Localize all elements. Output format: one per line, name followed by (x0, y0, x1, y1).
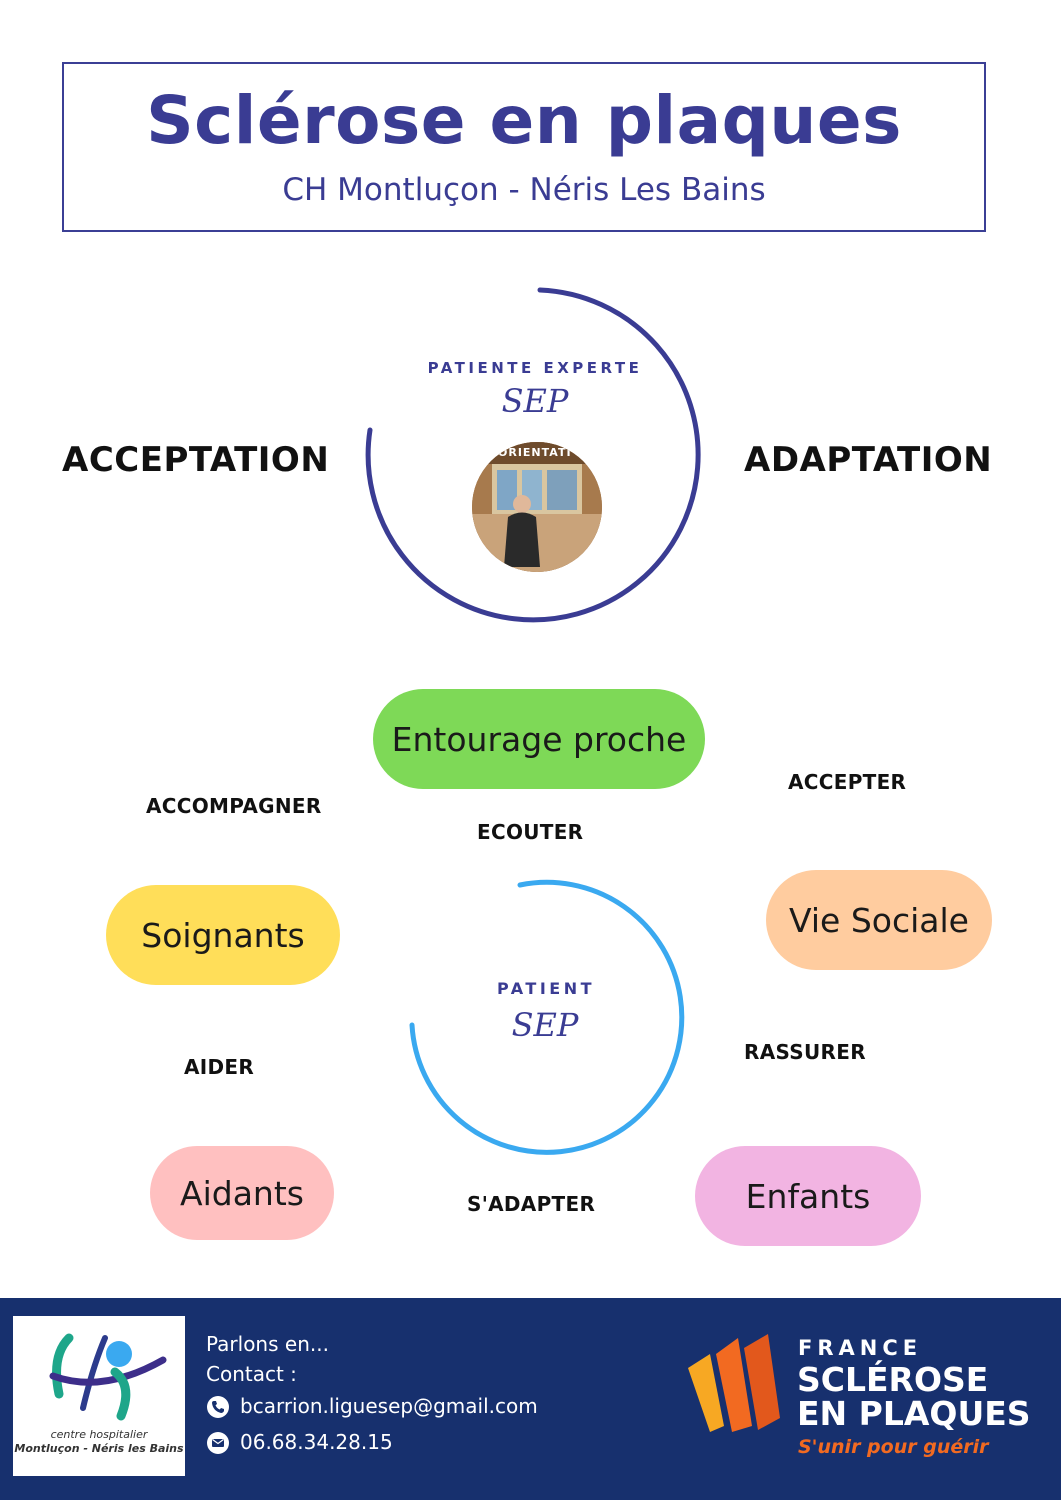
verb-rassurer: RASSURER (744, 1040, 866, 1064)
verb-accepter: ACCEPTER (788, 770, 907, 794)
page-subtitle: CH Montluçon - Néris Les Bains (282, 172, 766, 208)
acceptation-label: ACCEPTATION (62, 440, 330, 480)
verb-s-adapter: S'ADAPTER (467, 1192, 596, 1216)
top-circle-script: SEP (501, 382, 569, 420)
hospital-logo: centre hospitalier Montluçon - Néris les… (13, 1316, 185, 1476)
pill-entourage-proche: Entourage proche (373, 689, 705, 789)
footer-parlons: Parlons en... (206, 1332, 329, 1356)
top-circle-ring (365, 287, 701, 623)
pill-vie-sociale-label: Vie Sociale (789, 900, 969, 940)
france-sep-logo-icon (688, 1334, 780, 1432)
footer-phone[interactable]: 06.68.34.28.15 (240, 1430, 393, 1454)
pill-aidants-label: Aidants (180, 1173, 304, 1213)
pill-soignants-label: Soignants (141, 915, 305, 955)
verb-aider: AIDER (184, 1055, 255, 1079)
top-circle-caption: PATIENTE EXPERTE (427, 359, 643, 377)
bottom-circle-caption: PATIENT (497, 979, 595, 998)
footer-contact: Contact : (206, 1362, 297, 1386)
hospital-logo-line2: Montluçon - Néris les Bains (14, 1442, 184, 1455)
photo-sign-text: ORIENTATI (498, 446, 572, 459)
verb-ecouter: ECOUTER (477, 820, 584, 844)
bottom-circle-ring (409, 879, 685, 1155)
bottom-circle-script: SEP (511, 1006, 579, 1044)
hospital-logo-line1: centre hospitalier (50, 1428, 148, 1441)
brand-france: FRANCE (798, 1336, 923, 1360)
brand-sclerose: SCLÉROSE (797, 1360, 989, 1399)
pill-aidants: Aidants (150, 1146, 334, 1240)
header-box: Sclérose en plaques CH Montluçon - Néris… (62, 62, 986, 232)
mail-icon (207, 1432, 229, 1454)
phone-icon (207, 1396, 229, 1418)
brand-tagline: S'unir pour guérir (798, 1436, 989, 1458)
hospital-logo-mark (49, 1333, 167, 1421)
pill-enfants-label: Enfants (745, 1176, 871, 1216)
pill-soignants: Soignants (106, 885, 340, 985)
pill-enfants: Enfants (695, 1146, 921, 1246)
page-title: Sclérose en plaques (146, 82, 902, 159)
verb-accompagner: ACCOMPAGNER (146, 794, 322, 818)
brand-en-plaques: EN PLAQUES (797, 1394, 1031, 1433)
adaptation-label: ADAPTATION (744, 440, 993, 480)
footer: centre hospitalier Montluçon - Néris les… (0, 1298, 1061, 1500)
pill-entourage-label: Entourage proche (391, 719, 687, 759)
pill-vie-sociale: Vie Sociale (766, 870, 992, 970)
patient-expert-photo: ORIENTATI (472, 442, 602, 572)
footer-email[interactable]: bcarrion.liguesep@gmail.com (240, 1394, 538, 1418)
